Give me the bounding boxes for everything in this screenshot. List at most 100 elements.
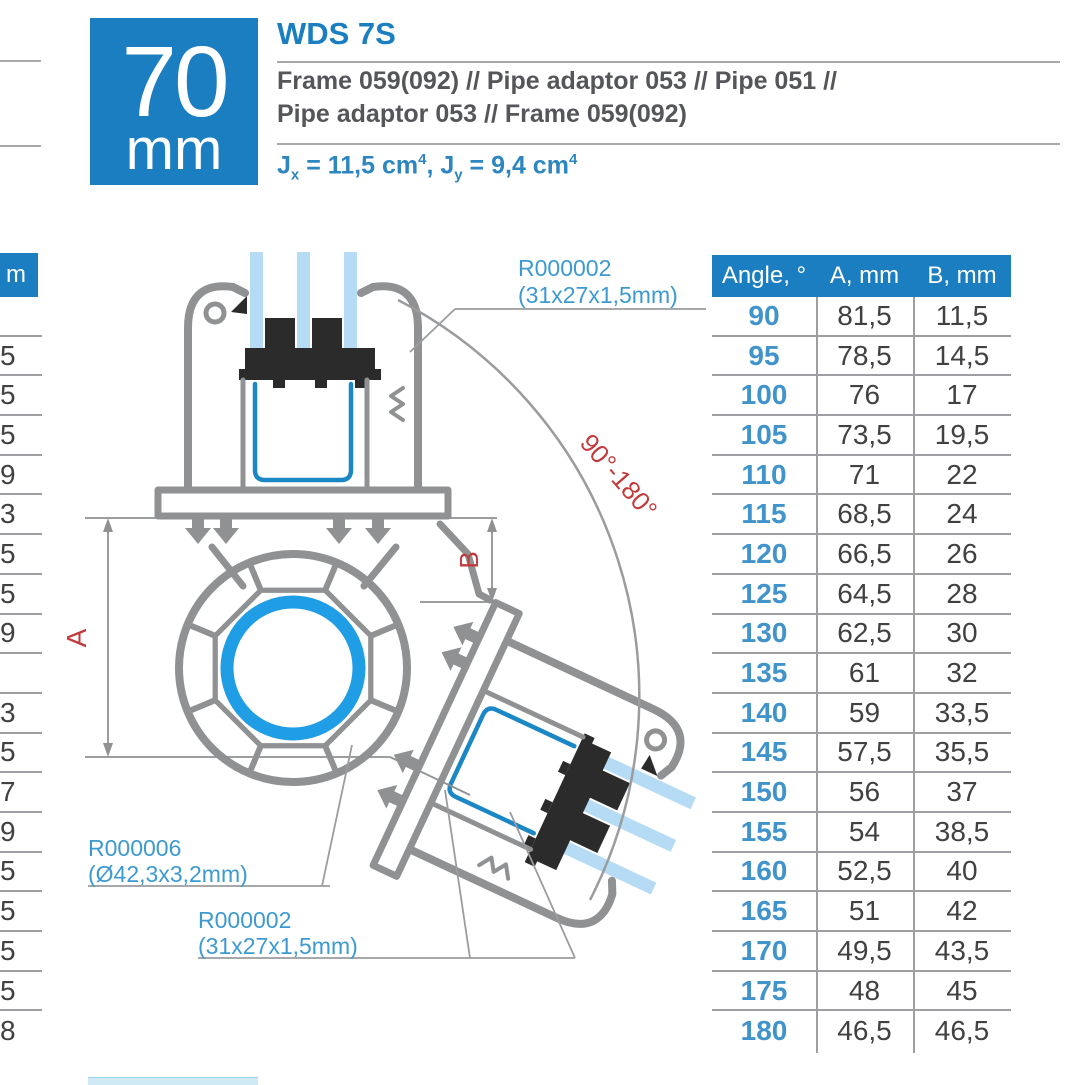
dim-a-label: A	[61, 628, 92, 647]
b-value: 33,5	[934, 696, 990, 728]
b-value: 43,5	[934, 934, 990, 966]
angle-value: 105	[740, 418, 788, 450]
header-rule-top	[277, 61, 1060, 63]
table-row: 165 51 42	[712, 892, 1011, 932]
size-badge: 70 mm	[90, 18, 258, 185]
table-row: 125 64,5 28	[712, 575, 1011, 615]
left-table-row-fragment: 5	[0, 337, 42, 377]
b-value: 14,5	[934, 339, 990, 371]
angle-table-header: Angle, ° A, mm B, mm	[712, 255, 1011, 297]
angle-column-header: Angle, °	[721, 262, 807, 289]
table-row: 115 68,5 24	[712, 495, 1011, 536]
b-value: 32	[946, 657, 978, 689]
b-value: 45	[946, 974, 978, 1006]
pipe-adaptor-drawing	[208, 520, 494, 604]
angle-value: 110	[741, 458, 787, 490]
b-value: 35,5	[934, 736, 990, 768]
pipe-ref-label: R000006	[88, 835, 181, 861]
size-badge-value: 70	[121, 26, 229, 138]
size-badge-unit: mm	[125, 117, 223, 182]
next-section-badge-edge	[88, 1077, 258, 1085]
top-profile-drawing	[158, 252, 448, 544]
left-table-fragment: 5 5 5 9 3 5 5	[0, 297, 42, 1051]
b-value: 26	[946, 537, 978, 569]
a-value: 49,5	[837, 934, 892, 966]
table-row: 155 54 38,5	[712, 813, 1011, 853]
a-value: 68,5	[837, 498, 892, 530]
assembly-description-line1: Frame 059(092) // Pipe adaptor 053 // Pi…	[277, 67, 837, 95]
left-table-row-fragment: 5	[0, 575, 42, 615]
angle-value: 135	[740, 657, 788, 689]
left-table-partial-value: 5	[0, 895, 16, 927]
a-value: 71	[848, 458, 881, 490]
left-table-partial-value: 5	[0, 379, 16, 411]
left-table-partial-value: 3	[0, 696, 16, 728]
table-row: 130 62,5 30	[712, 615, 1011, 655]
left-table-row-fragment	[0, 654, 42, 694]
b-column-header: B, mm	[927, 262, 997, 289]
angle-value: 130	[740, 617, 788, 649]
b-value: 19,5	[934, 418, 990, 450]
header-rule-bottom	[277, 143, 1060, 145]
left-table-row-fragment	[0, 297, 42, 337]
left-page-rule-top	[0, 60, 41, 62]
left-table-partial-value: 5	[0, 418, 16, 450]
b-value: 22	[946, 458, 978, 490]
left-table-partial-value: 5	[0, 736, 16, 768]
a-value: 52,5	[837, 855, 892, 887]
table-row: 180 46,5 46,5	[712, 1011, 1011, 1051]
a-value: 51	[848, 895, 881, 927]
angle-value: 165	[740, 895, 788, 927]
left-table-partial-value: 5	[0, 339, 16, 371]
b-value: 24	[946, 498, 978, 530]
left-table-row-fragment: 5	[0, 734, 42, 774]
assembly-description-line2: Pipe adaptor 053 // Frame 059(092)	[277, 100, 687, 128]
b-value: 46,5	[934, 1015, 990, 1047]
pipe-drawing	[175, 550, 411, 786]
b-value: 17	[946, 379, 978, 411]
b-value: 28	[946, 577, 978, 609]
angle-value: 175	[740, 974, 788, 1006]
table-row: 105 73,5 19,5	[712, 416, 1011, 456]
b-value: 11,5	[935, 299, 989, 331]
a-value: 64,5	[837, 577, 892, 609]
angle-value: 125	[740, 577, 788, 609]
angle-table-body: 90 81,5 11,5 95 78,5 14,5 100 76 17	[712, 297, 1011, 1051]
table-row: 120 66,5 26	[712, 535, 1011, 575]
left-table-row-fragment: 3	[0, 694, 42, 734]
left-table-partial-value: 9	[0, 617, 16, 649]
angle-value: 100	[740, 379, 788, 411]
b-value: 38,5	[934, 815, 990, 847]
page-title: WDS 7S	[277, 16, 396, 51]
moment-of-inertia: Jx = 11,5 cm4, Jy = 9,4 cm4	[277, 151, 578, 184]
left-table-partial-value: 5	[0, 855, 16, 887]
left-table-row-fragment: 9	[0, 615, 42, 655]
table-row: 95 78,5 14,5	[712, 337, 1011, 377]
a-value: 57,5	[837, 736, 892, 768]
left-table-row-fragment: 5	[0, 416, 42, 456]
table-row: 170 49,5 43,5	[712, 932, 1011, 972]
a-value: 56	[848, 776, 881, 808]
angle-value: 170	[740, 934, 788, 966]
left-table-row-fragment: 5	[0, 972, 42, 1012]
table-row: 175 48 45	[712, 972, 1011, 1012]
left-table-partial-value: 5	[0, 974, 16, 1006]
left-table-partial-value: 5	[0, 577, 16, 609]
table-row: 160 52,5 40	[712, 853, 1011, 893]
b-value: 30	[946, 617, 978, 649]
a-value: 61	[848, 657, 881, 689]
left-table-row-fragment: 5	[0, 376, 42, 417]
left-table-row-fragment: 8	[0, 1011, 42, 1051]
table-row: 150 56 37	[712, 773, 1011, 813]
left-table-partial-value: 7	[0, 776, 16, 808]
left-table-partial-value: 5	[0, 934, 16, 966]
table-row: 110 71 22	[712, 456, 1011, 496]
a-value: 54	[848, 815, 881, 847]
left-table-row-fragment: 5	[0, 853, 42, 893]
top-profile-size-label: (31x27x1,5mm)	[518, 282, 678, 308]
b-value: 40	[946, 855, 978, 887]
b-value: 42	[946, 895, 978, 927]
a-value: 46,5	[837, 1015, 892, 1047]
